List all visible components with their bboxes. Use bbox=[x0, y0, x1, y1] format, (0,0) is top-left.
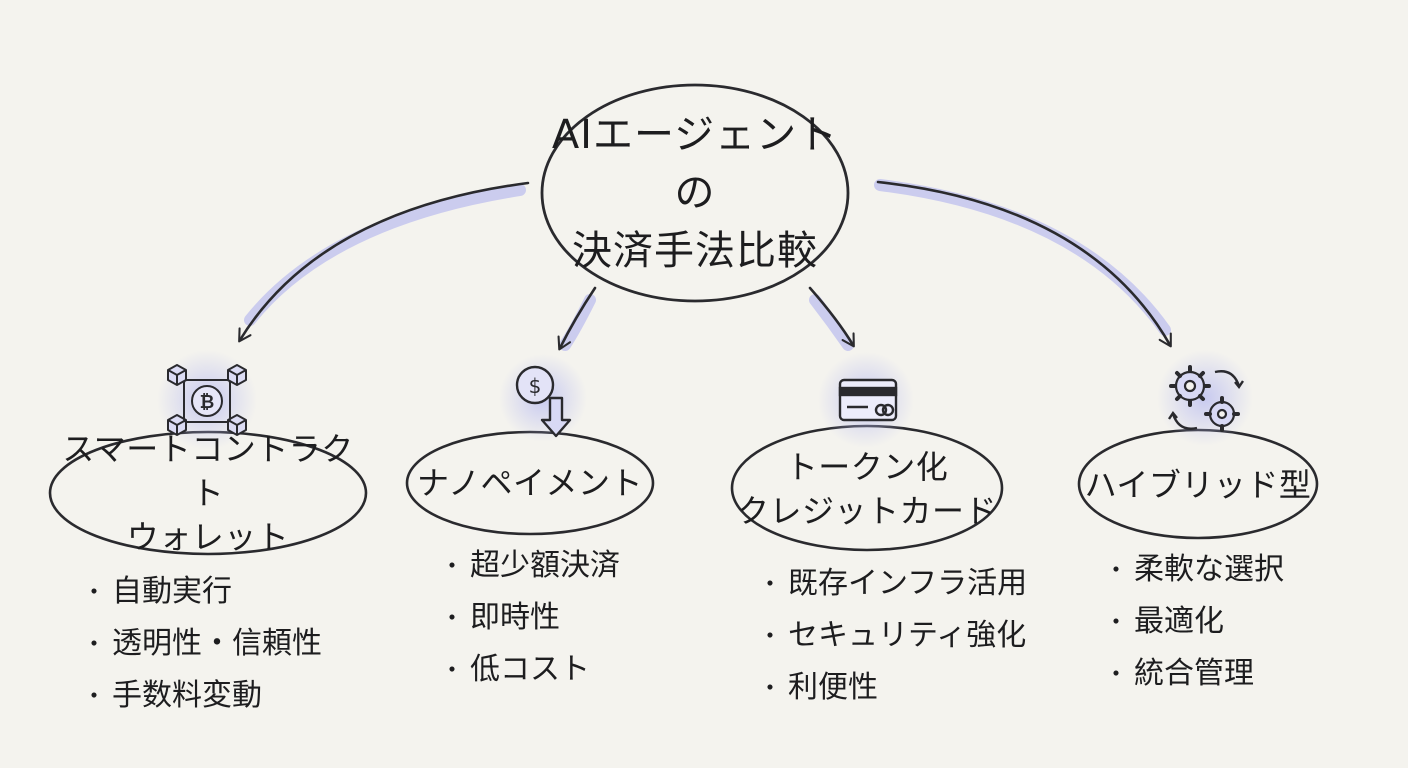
bullet-list-smart-contract: ・自動実行 ・透明性・信頼性 ・手数料変動 bbox=[82, 566, 322, 722]
bullet-dot: ・ bbox=[82, 578, 106, 606]
list-item: ・既存インフラ活用 bbox=[758, 558, 1027, 610]
credit-card-icon bbox=[838, 378, 898, 422]
center-node-ellipse bbox=[540, 83, 850, 303]
node-smart-contract-wallet: スマートコントラクト ウォレット bbox=[52, 430, 364, 556]
list-item: ・低コスト bbox=[440, 644, 620, 696]
node-title-line1: ナノペイメント bbox=[417, 464, 643, 502]
bullet-list-hybrid: ・柔軟な選択 ・最適化 ・統合管理 bbox=[1104, 544, 1284, 700]
list-item: ・超少額決済 bbox=[440, 540, 620, 592]
bullet-list-nanopayment: ・超少額決済 ・即時性 ・低コスト bbox=[440, 540, 620, 696]
bullet-dot: ・ bbox=[758, 570, 782, 598]
center-title-line2: 決済手法比較 bbox=[572, 228, 818, 274]
node-title-line2: クレジットカード bbox=[736, 492, 997, 530]
arrow-to-tokenized-card bbox=[808, 286, 855, 348]
node-tokenized-credit-card: トークン化 クレジットカード bbox=[735, 442, 999, 536]
list-item: ・利便性 bbox=[758, 662, 1027, 714]
node-nanopayment: ナノペイメント bbox=[410, 455, 650, 511]
center-title-line1: AIエージェントの bbox=[551, 112, 839, 216]
list-item: ・統合管理 bbox=[1104, 648, 1284, 700]
bullet-list-tokenized-card: ・既存インフラ活用 ・セキュリティ強化 ・利便性 bbox=[758, 558, 1027, 714]
arrow-to-smart-contract bbox=[238, 181, 530, 343]
connector-arrows bbox=[238, 180, 1172, 351]
bullet-dot: ・ bbox=[758, 674, 782, 702]
list-item: ・セキュリティ強化 bbox=[758, 610, 1027, 662]
bullet-dot: ・ bbox=[1104, 608, 1128, 636]
list-item: ・柔軟な選択 bbox=[1104, 544, 1284, 596]
blockchain-coin-icon: ₿ bbox=[167, 364, 247, 436]
node-title-line2: ウォレット bbox=[126, 518, 290, 556]
list-item: ・自動実行 bbox=[82, 566, 322, 618]
gears-cycle-icon bbox=[1168, 365, 1244, 432]
list-item: ・透明性・信頼性 bbox=[82, 618, 322, 670]
arrow-to-nanopayment bbox=[557, 286, 597, 351]
bullet-dot: ・ bbox=[1104, 660, 1128, 688]
node-hybrid: ハイブリッド型 bbox=[1082, 458, 1314, 512]
bullet-dot: ・ bbox=[440, 656, 464, 684]
bullet-dot: ・ bbox=[82, 630, 106, 658]
list-item: ・最適化 bbox=[1104, 596, 1284, 648]
bullet-dot: ・ bbox=[758, 622, 782, 650]
node-title-line1: トークン化 bbox=[785, 448, 949, 486]
svg-text:₿: ₿ bbox=[200, 392, 215, 413]
arrow-to-hybrid bbox=[876, 180, 1172, 348]
node-title-line1: スマートコントラクト bbox=[62, 430, 354, 512]
list-item: ・手数料変動 bbox=[82, 670, 322, 722]
svg-text:$: $ bbox=[529, 374, 542, 398]
bullet-dot: ・ bbox=[440, 552, 464, 580]
bullet-dot: ・ bbox=[1104, 556, 1128, 584]
center-node: AIエージェントの 決済手法比較 bbox=[540, 112, 850, 274]
list-item: ・即時性 bbox=[440, 592, 620, 644]
bullet-dot: ・ bbox=[82, 682, 106, 710]
dollar-coin-down-arrow-icon: $ bbox=[515, 365, 572, 438]
bullet-dot: ・ bbox=[440, 604, 464, 632]
node-title-line1: ハイブリッド型 bbox=[1084, 466, 1312, 504]
